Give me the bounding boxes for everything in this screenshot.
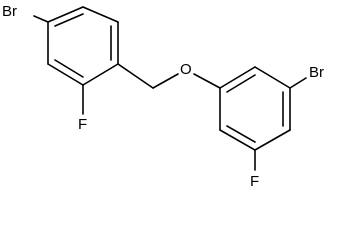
double-bond-l3-l4	[54, 13, 84, 27]
bond-c-br-right	[289, 77, 307, 89]
bond-r2-r3	[254, 66, 291, 89]
atom-br-right: Br	[309, 64, 324, 81]
bond-r1-r2	[219, 66, 256, 89]
structure-diagram: Br F O Br F	[2, 3, 324, 190]
bond-r4-r5	[254, 129, 291, 151]
bond-c-br-left	[33, 15, 49, 23]
bond-ch2-o	[152, 73, 179, 89]
atom-br-left: Br	[2, 3, 17, 20]
bond-l5-l6	[47, 63, 84, 86]
double-bond-l5-l6	[54, 59, 84, 78]
right-benzene-ring	[219, 66, 291, 151]
atom-f-left: F	[78, 116, 87, 133]
bond-l3-l4	[47, 6, 84, 23]
double-bond-r1-r2	[226, 74, 256, 93]
atom-o-ether: O	[180, 61, 192, 78]
atom-f-right: F	[250, 173, 259, 190]
bond-l2-l3	[82, 6, 119, 23]
bond-r5-r6	[219, 129, 256, 151]
double-bond-r5-r6	[226, 125, 256, 143]
bond-l6-l1	[82, 63, 119, 86]
bond-ring-ch2	[117, 63, 154, 89]
left-benzene-ring	[47, 6, 119, 86]
bond-o-ring	[193, 73, 221, 89]
molecule-drawing: Br F O Br F	[2, 3, 324, 190]
